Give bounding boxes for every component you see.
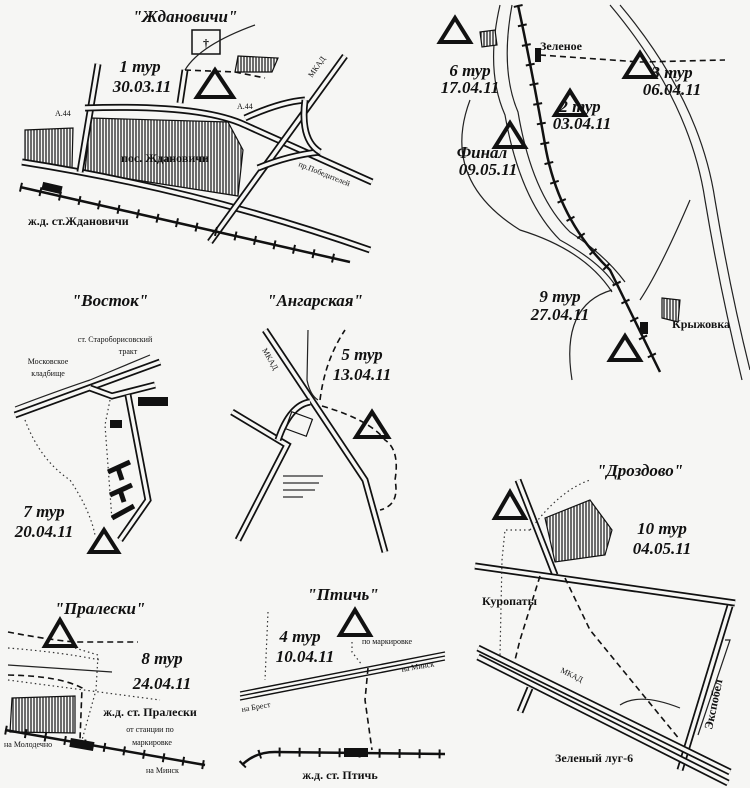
map-title: "Ангарская": [267, 291, 363, 310]
tour-date: 04.05.11: [633, 539, 692, 558]
checkpoint-triangle: [193, 66, 237, 99]
tour-date: 20.04.11: [14, 522, 74, 541]
note-label: от станции по: [126, 725, 174, 734]
station-label: ж.д. ст. Птичь: [302, 768, 378, 782]
map-ptich: "Птичь" 4 тур 10.04.11 по маркировке на …: [238, 585, 446, 782]
map-zhdanovichi: † "Ждановичи" 1 тур 30.03.11 пос. Жданов…: [19, 7, 374, 267]
tour-date: 24.04.11: [132, 674, 192, 693]
checkpoint-triangle: [41, 615, 79, 648]
tour-label: 4 тур: [278, 627, 320, 646]
settlement-label: пос. Ждановичи: [121, 151, 209, 165]
place-label: Зеленый луг-6: [555, 751, 633, 765]
tour-label: 3 тур: [650, 63, 692, 82]
tour-label: 2 тур: [558, 97, 600, 116]
hatched-area: [9, 695, 76, 734]
tour-date: 13.04.11: [333, 365, 392, 384]
station-label: ж.д. ст. Пралески: [103, 705, 197, 719]
mkad-label: МКАД: [306, 54, 327, 79]
tour-date: 10.04.11: [276, 647, 335, 666]
checkpoint-triangle: [606, 332, 644, 362]
village-label: Крыжовка: [672, 317, 730, 331]
cemetery-label: Московское: [28, 357, 69, 366]
tour-date: 17.04.11: [441, 78, 500, 97]
direction-label: на Брест: [241, 700, 272, 714]
map-north: Зеленое 6 тур 17.04.11 3 тур 06.04.11 2 …: [436, 4, 750, 381]
tour-date: 30.03.11: [112, 77, 172, 96]
tour-label: 10 тур: [637, 519, 687, 538]
direction-label: на Минск: [146, 766, 179, 775]
stop-label: ст. Староборисовский: [78, 335, 153, 344]
map-pralesky: "Пралески" 8 тур 24.04.11 ж.д. ст. Прале…: [4, 599, 206, 775]
cemetery-label: кладбище: [31, 369, 65, 378]
checkpoint-triangle: [436, 14, 474, 44]
checkpoint-triangle: [491, 119, 529, 149]
settlement-area: [84, 117, 244, 197]
tour-date: 06.04.11: [643, 80, 702, 99]
checkpoint-triangle: [491, 487, 529, 520]
map-title: "Ждановичи": [133, 7, 238, 26]
map-drozdovo: "Дроздово" 10 тур 04.05.11 Куропаты МКАД…: [474, 461, 736, 787]
checkpoint-triangle: [621, 49, 659, 79]
checkpoint-triangle: [86, 526, 122, 554]
tour-date: 27.04.11: [530, 305, 590, 324]
tour-label: 1 тур: [119, 57, 160, 76]
place-label: Куропаты: [482, 594, 538, 608]
checkpoint-triangle: [352, 408, 392, 439]
tour-label: 6 тур: [449, 61, 490, 80]
map-angarskaya: "Ангарская" 5 тур 13.04.11 МКАД: [230, 291, 398, 553]
note-label: маркировке: [132, 738, 172, 747]
map-vostok: "Восток" ст. Староборисовский тракт Моск…: [14, 291, 168, 554]
tour-date: 09.05.11: [459, 160, 518, 179]
map-title: "Восток": [72, 291, 148, 310]
road-label: А.44: [55, 109, 71, 118]
village-label: Зеленое: [540, 39, 583, 53]
station-label: ж.д. ст.Ждановичи: [28, 214, 129, 228]
checkpoint-triangle: [336, 606, 374, 637]
address-note: [283, 475, 323, 498]
stop-label: тракт: [119, 347, 138, 356]
tour-label: 5 тур: [341, 345, 382, 364]
road-label: А.44: [237, 102, 253, 111]
map-title: "Дроздово": [597, 461, 683, 480]
station-icon: [640, 322, 648, 334]
station-icon: [69, 737, 95, 752]
hatched-area: [544, 499, 613, 563]
tour-label: Финал: [457, 143, 508, 162]
map-title: "Птичь": [307, 585, 378, 604]
map-title: "Пралески": [55, 599, 146, 618]
station-icon: [41, 181, 63, 195]
checkpoint-triangle: [551, 87, 589, 117]
station-icon: [344, 748, 368, 757]
marking-label: по маркировке: [362, 637, 412, 646]
cross-icon: †: [203, 36, 209, 50]
hatched-area-top: [234, 55, 279, 73]
tour-label: 9 тур: [539, 287, 580, 306]
mkad-label: МКАД: [559, 666, 585, 685]
tour-label: 7 тур: [23, 502, 64, 521]
direction-label: на Молодечно: [4, 740, 52, 749]
cemetery-box: [191, 29, 221, 55]
direction-label: на Минск: [401, 659, 435, 674]
tour-label: 8 тур: [141, 649, 182, 668]
tour-date: 03.04.11: [553, 114, 612, 133]
